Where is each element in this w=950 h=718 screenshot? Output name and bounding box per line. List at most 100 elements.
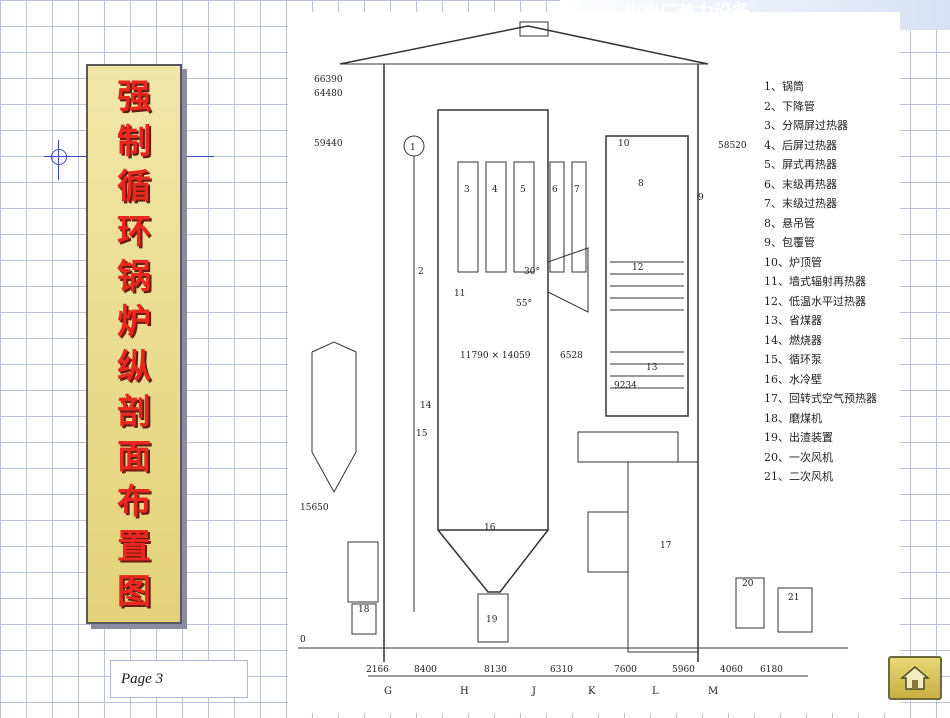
slag-remover [477,593,509,643]
mill-support [347,541,379,603]
dimension-label: 11790 × 14059 [460,351,531,361]
legend-item: 19、出渣装置 [764,430,833,444]
axis-letter: G [384,686,392,697]
title-char: 布 [117,481,151,522]
legend-item: 12、低温水平过热器 [764,295,866,308]
marker-label: 16 [484,523,496,533]
title-char: 炉 [117,301,151,342]
boiler-diagram-svg: 66390 64480 59440 58520 15650 0 11790 × … [298,21,877,697]
heat-surface-coils [610,261,684,389]
marker-label: 6 [552,185,558,195]
bottom-dimension: 8400 [414,665,437,675]
legend-item: 4、后屏过热器 [764,139,837,152]
home-button[interactable] [888,656,942,700]
legend-item: 11、墙式辐射再热器 [764,274,866,288]
title-char: 环 [117,211,151,252]
dimension-label: 30° [524,267,540,277]
flue-duct [577,431,679,463]
title-char: 图 [117,571,151,612]
legend-item: 7、末级过热器 [764,196,837,210]
elevation-label: 58520 [718,141,747,151]
legend: 1、锅筒 2、下降管 3、分隔屏过热器 4、后屏过热器 5、屏式再热器 6、末级… [764,79,877,483]
marker-label: 2 [418,267,424,277]
marker-label: 12 [632,263,643,273]
legend-item: 21、二次风机 [764,469,833,483]
marker-label: 20 [742,579,754,589]
roof-vent [519,21,549,37]
bottom-dimension: 6310 [550,665,573,675]
roof-outline [339,25,709,65]
axis-letter: L [652,686,659,697]
legend-item: 5、屏式再热器 [764,158,837,171]
secondary-fan [777,587,813,633]
marker-label: 10 [618,139,630,149]
marker-label: 11 [454,289,465,299]
marker-label: 4 [492,185,498,195]
marker-label: 17 [660,541,672,551]
axis-letter: M [708,686,718,697]
axis-letter: H [460,686,469,697]
dimension-label: 9234 [614,381,637,391]
legend-item: 1、锅筒 [764,79,804,93]
convection-pass [605,135,689,417]
marker-label: 21 [788,593,799,603]
legend-item: 20、一次风机 [764,450,833,464]
title-char: 循 [117,166,151,207]
legend-item: 13、省煤器 [764,314,822,327]
marker-label: 18 [358,605,370,615]
coal-mill [351,603,377,635]
title-char: 锅 [117,256,151,297]
marker-label: 13 [646,363,658,373]
furnace-hopper [437,529,549,593]
elevation-label: 15650 [300,503,329,513]
legend-item: 16、水冷壁 [764,372,822,386]
title-char: 面 [117,436,151,477]
legend-item: 3、分隔屏过热器 [764,119,848,132]
legend-item: 6、末级再热器 [764,177,837,191]
coal-silo [311,341,357,494]
slide-title-box: 强 制 循 环 锅 炉 纵 剖 面 布 置 图 [86,64,182,624]
title-char: 置 [117,526,151,567]
legend-item: 15、循环泵 [764,353,822,366]
marker-label: 5 [520,185,526,195]
elevation-label: 64480 [314,89,343,99]
marker-label: 14 [420,401,432,411]
title-char: 剖 [117,391,151,432]
furnace-wall [437,109,549,531]
marker-label: 9 [698,193,704,203]
marker-label: 19 [486,615,498,625]
marker-label: 15 [416,429,428,439]
home-icon [900,666,930,690]
legend-item: 18、磨煤机 [764,411,822,425]
page-number-text: Page 3 [121,670,164,687]
air-duct [587,511,629,573]
boiler-section-diagram: 66390 64480 59440 58520 15650 0 11790 × … [288,12,900,713]
bottom-dimension: 2166 [366,665,389,675]
legend-item: 14、燃烧器 [764,333,822,347]
legend-item: 17、回转式空气预热器 [764,391,877,405]
legend-item: 10、炉顶管 [764,255,822,269]
marker-label: 7 [574,185,580,195]
axis-letter: J [531,686,536,697]
legend-item: 9、包覆管 [764,235,815,249]
title-char: 制 [117,121,151,162]
elevation-label: 59440 [314,139,343,149]
dimension-label: 55° [516,299,532,309]
legend-item: 8、悬吊管 [764,216,815,230]
furnace-nose [547,247,589,313]
marker-label: 8 [638,179,644,189]
decor-circle [51,149,67,165]
legend-item: 2、下降管 [764,99,815,113]
page-number-label: Page 3 [110,660,248,698]
bottom-dimension: 6180 [760,665,783,675]
marker-label: 3 [464,185,470,195]
marker-label: 1 [410,143,416,153]
dimension-label: 6528 [560,351,583,361]
title-char: 强 [117,76,151,117]
elevation-label: 66390 [314,75,343,85]
title-char: 纵 [117,346,151,387]
primary-fan [735,577,765,629]
elevation-label: 0 [300,635,306,645]
bottom-dimension: 5960 [672,665,695,675]
axis-letter: K [588,686,596,697]
